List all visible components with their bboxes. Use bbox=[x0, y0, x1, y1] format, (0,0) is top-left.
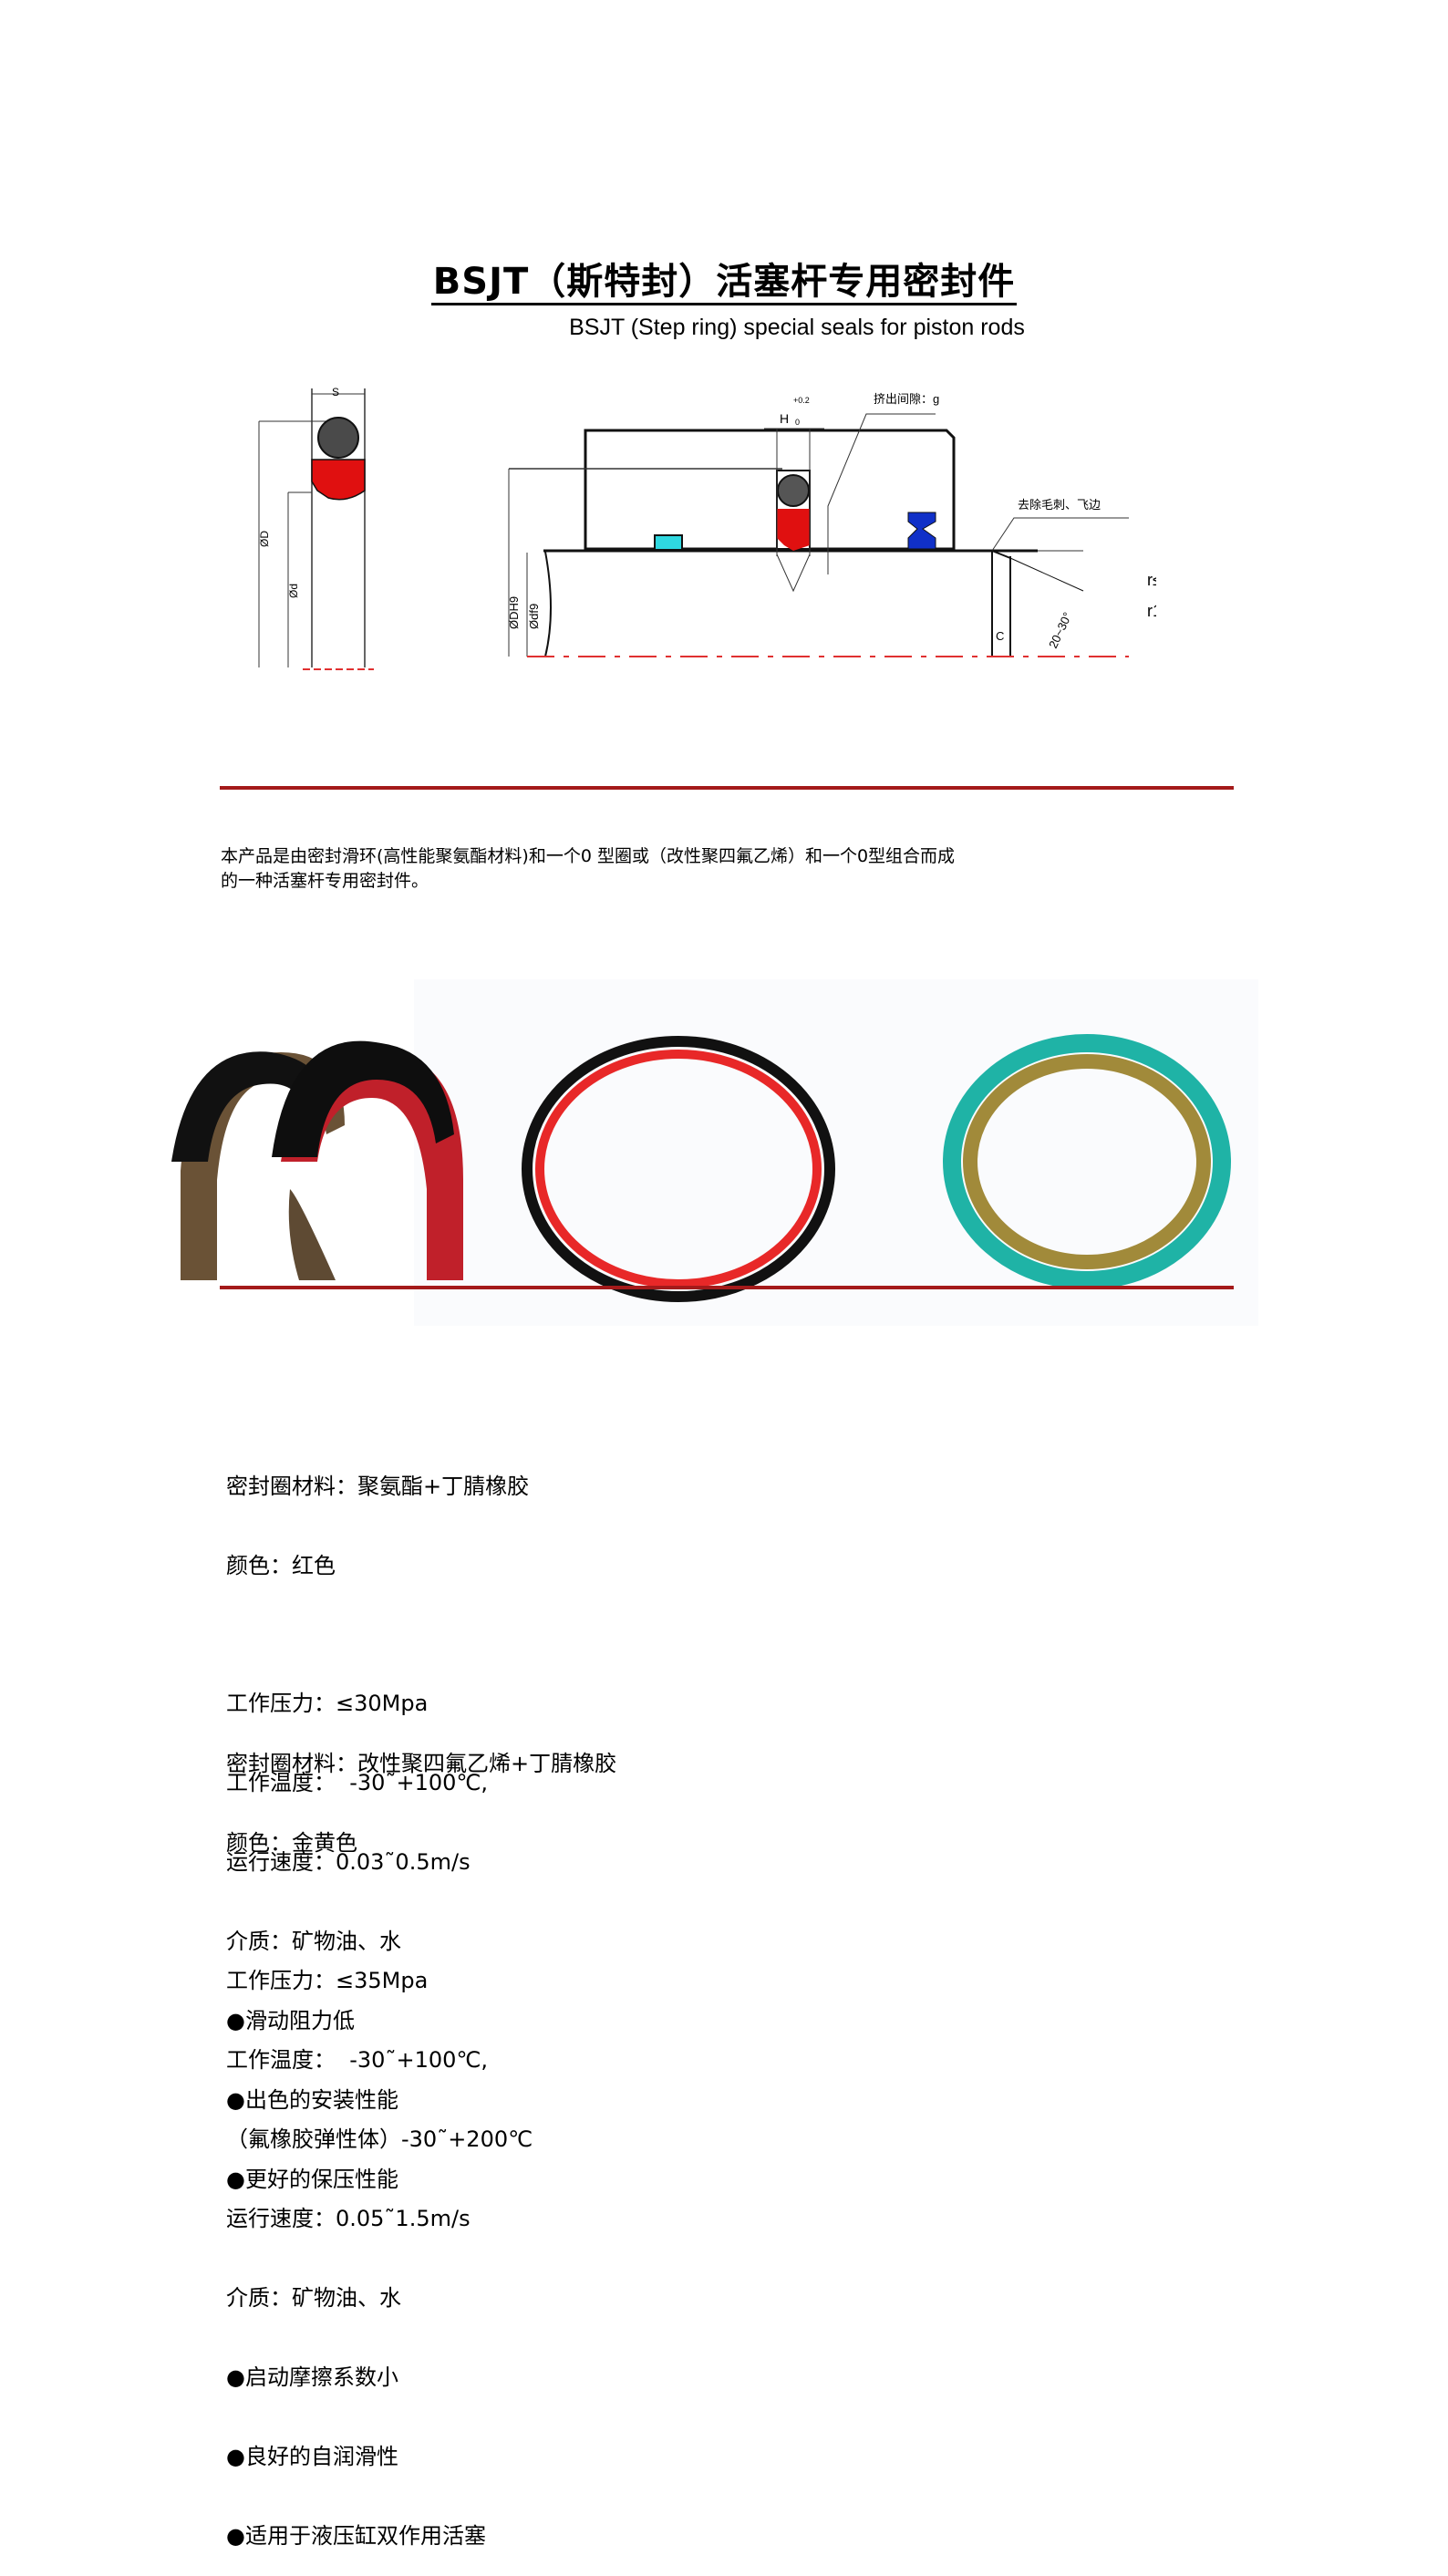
guide-ring bbox=[654, 534, 683, 551]
product-description: 本产品是由密封滑环(高性能聚氨酯材料)和一个0 型圈或（改性聚四氟乙烯）和一个0… bbox=[221, 846, 956, 891]
cutaway-seal-photo bbox=[171, 1040, 463, 1280]
page-title: BSJT（斯特封）活塞杆专用密封件 bbox=[0, 259, 1448, 312]
green-gold-seal-photo bbox=[943, 1034, 1231, 1289]
step-ring bbox=[777, 509, 810, 551]
c-label: C bbox=[996, 629, 1004, 643]
dim-D-label: ØD bbox=[258, 531, 271, 547]
wiper-seal bbox=[907, 512, 936, 550]
rod-diameter-label: Ødf9 bbox=[527, 604, 541, 629]
extrusion-gap-label: 挤出间隙：g bbox=[874, 392, 939, 406]
dim-s-label: S bbox=[332, 386, 339, 398]
product-photos bbox=[171, 979, 1258, 1326]
red-black-seal-photo bbox=[522, 1036, 835, 1302]
divider-line bbox=[220, 1286, 1234, 1289]
seal-cross-section-diagram: S ØD Ød bbox=[258, 386, 374, 670]
dim-d-label: Ød bbox=[287, 584, 300, 598]
angle-label: 20~30° bbox=[1046, 610, 1074, 650]
page-subtitle: BSJT (Step ring) special seals for pisto… bbox=[569, 315, 1025, 340]
o-ring bbox=[777, 474, 810, 507]
o-ring-section bbox=[317, 417, 359, 459]
slide-ring-section bbox=[311, 459, 366, 501]
deburr-label: 去除毛刺、飞边 bbox=[1018, 498, 1101, 512]
h-tolerance-upper: +0.2 bbox=[793, 396, 810, 405]
note-r1: r1≤0.5 bbox=[1147, 602, 1156, 620]
divider-line bbox=[220, 786, 1234, 790]
spec-block-ptfe: 密封圈材料：改性聚四氟乙烯+丁腈橡胶 颜色：金黄色 工作压力：≤35Mpa 工作… bbox=[226, 1751, 617, 2549]
h-label: H bbox=[780, 411, 789, 426]
installation-diagram: ØDH9 Ødf9 H +0.2 0 挤出间隙：g 去除毛刺、飞边 C 20~3… bbox=[507, 392, 1156, 657]
note-r: r≤0.3 bbox=[1147, 571, 1156, 589]
h-tolerance-lower: 0 bbox=[795, 418, 800, 427]
bore-diameter-label: ØDH9 bbox=[507, 596, 521, 629]
